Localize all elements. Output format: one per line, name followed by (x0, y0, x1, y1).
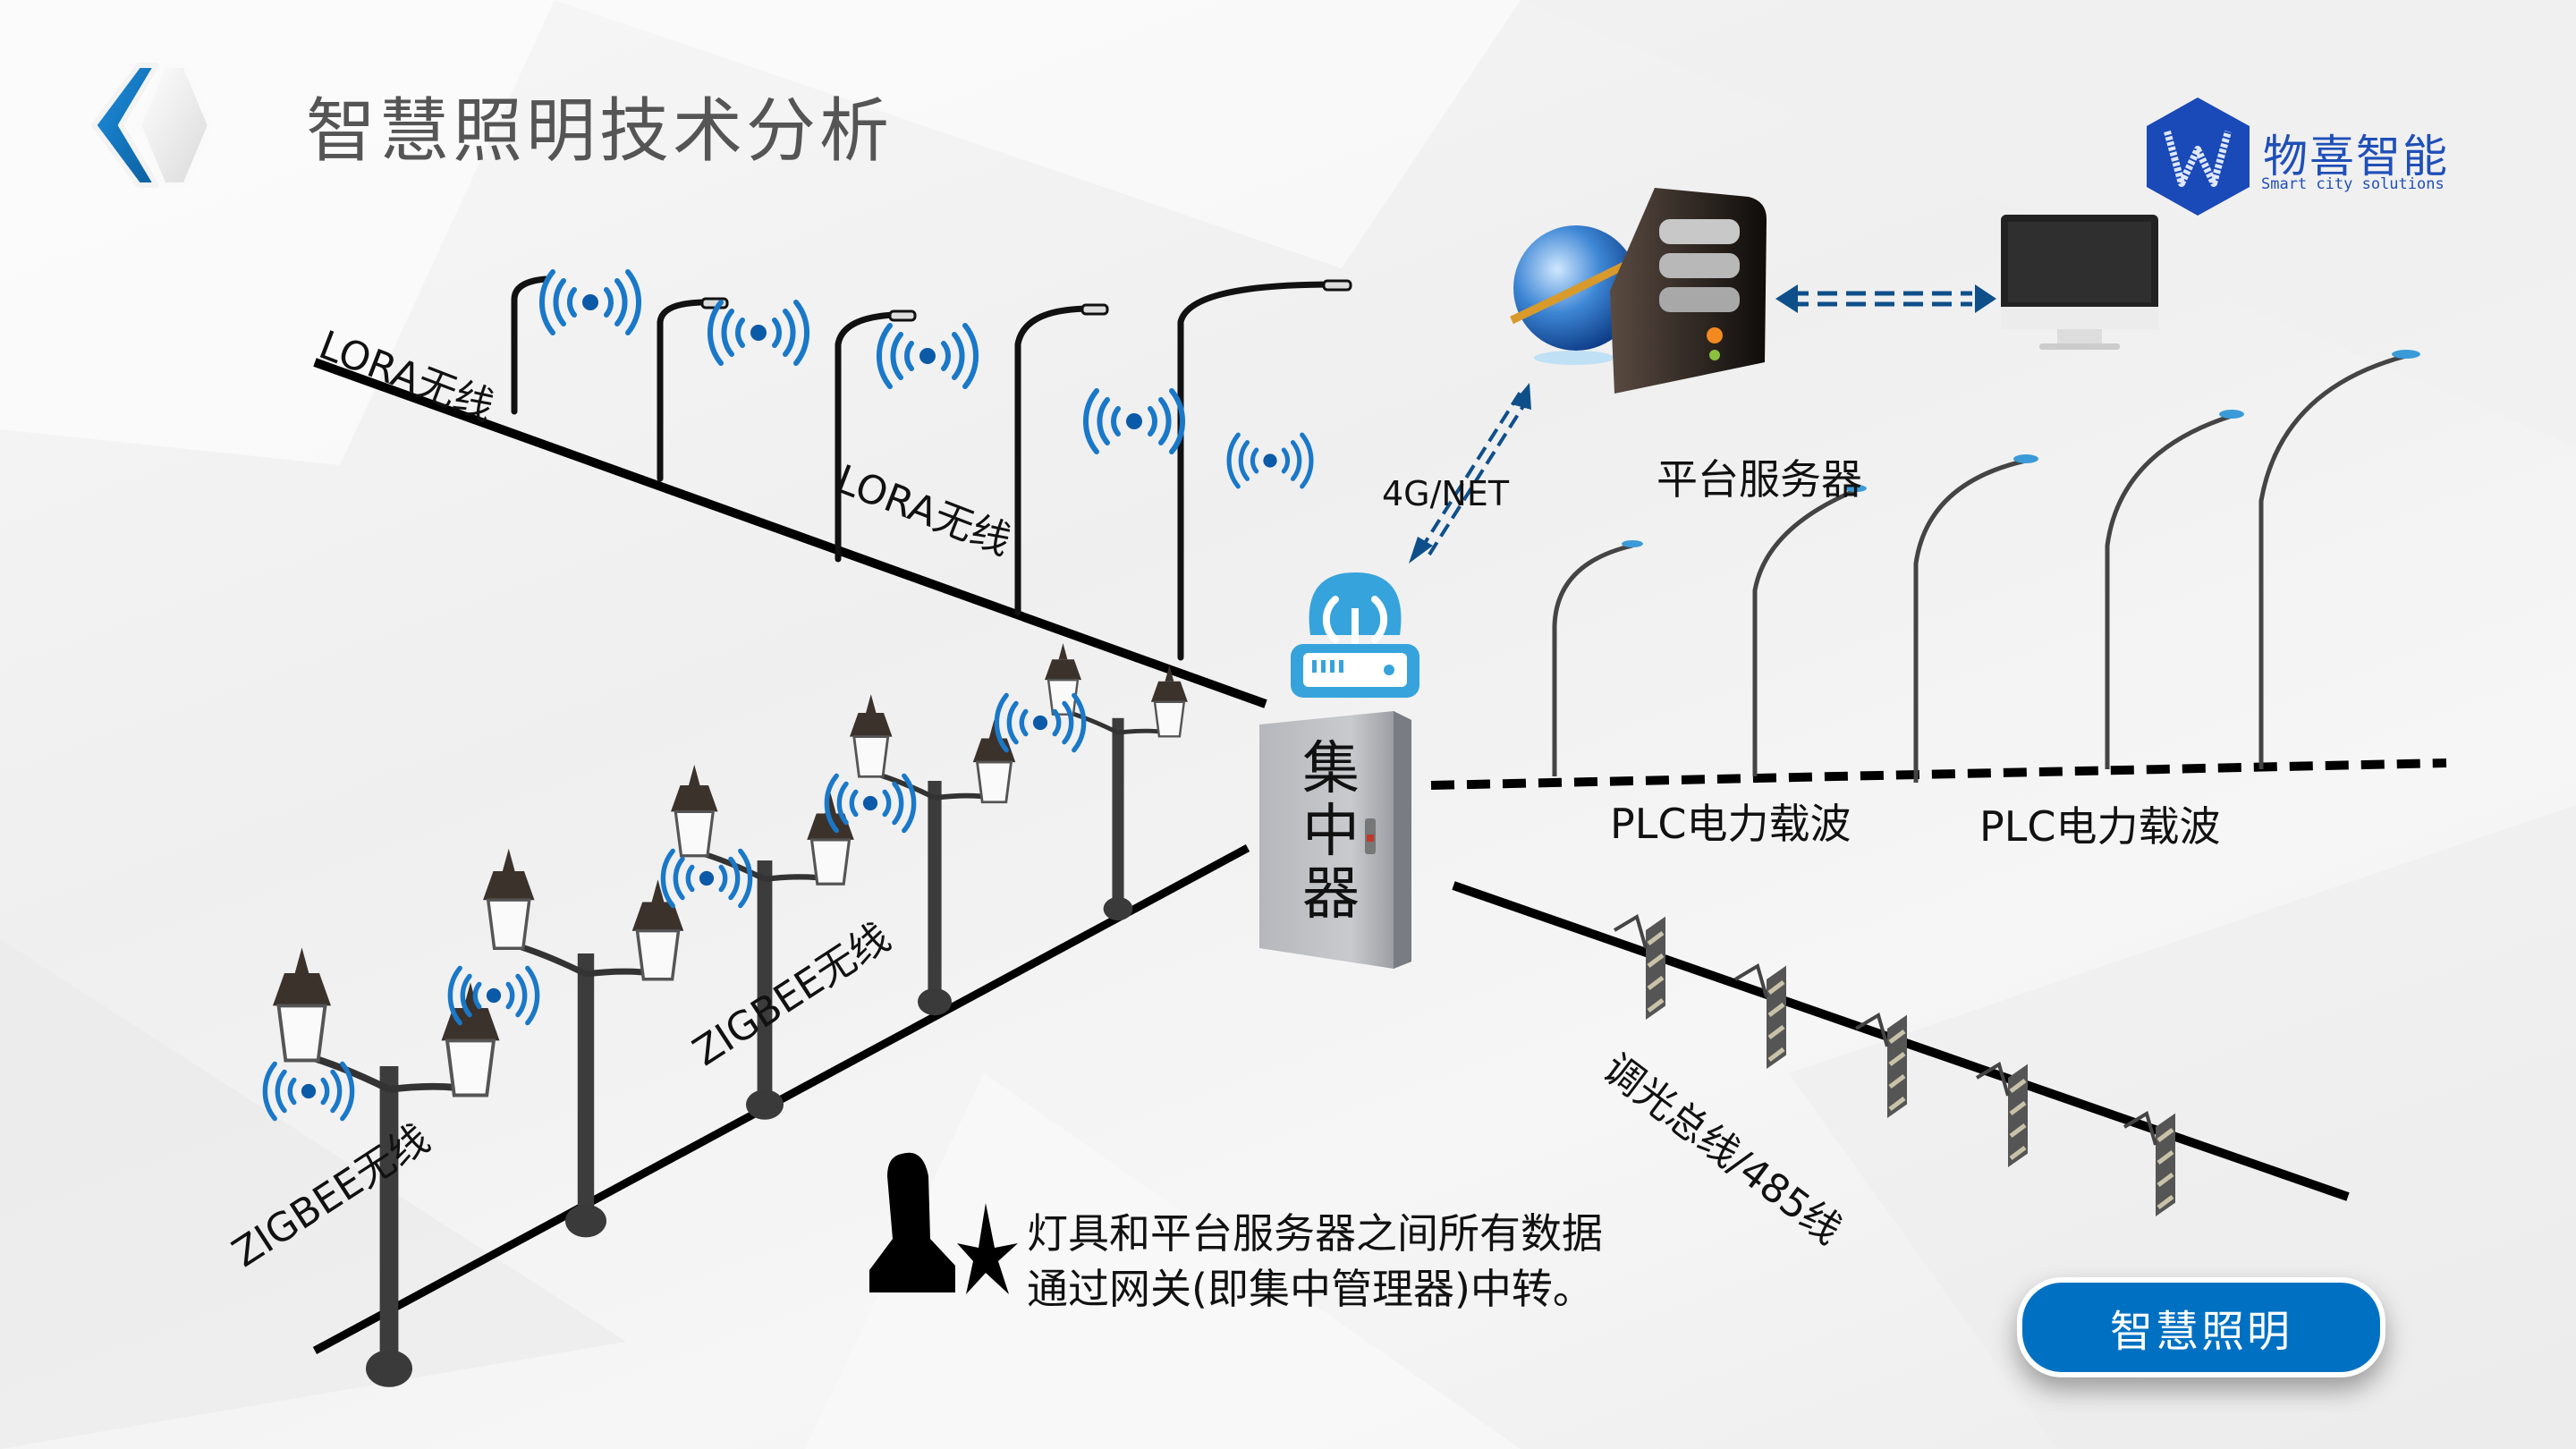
wireless-router-icon (1291, 572, 1419, 698)
uplink-arrowhead-down (1409, 537, 1433, 564)
concentrator-char: 集 (1302, 736, 1360, 802)
smart-lighting-button[interactable]: 智慧照明 (2017, 1277, 2385, 1377)
wireless-signal-icon (710, 302, 807, 363)
wireless-signal-icon (826, 775, 913, 830)
note-text: 灯具和平台服务器之间所有数据 通过网关(即集中管理器)中转。 (1027, 1206, 1603, 1317)
company-tagline: Smart city solutions (2261, 175, 2445, 193)
wireless-signal-icon (1229, 435, 1311, 487)
uplink-arrow (1419, 390, 1531, 556)
lora-lamp (511, 275, 549, 415)
server-label: 平台服务器 (1657, 455, 1862, 504)
server-tower-icon (1610, 188, 1767, 394)
wireless-signal-icon (879, 326, 976, 386)
monitor-icon (2001, 215, 2158, 350)
lora-lamp (1014, 305, 1095, 616)
concentrator-char: 中 (1302, 799, 1360, 865)
plc-label: PLC电力载波 (1979, 802, 2221, 851)
plc-lamp (1752, 487, 1857, 776)
server-monitor-arrow (1789, 291, 1972, 307)
cabinet-icon (1259, 711, 1411, 969)
page-title: 智慧照明技术分析 (306, 91, 894, 172)
wireless-signal-icon (1086, 391, 1182, 452)
uplink-label: 4G/NET (1382, 474, 1510, 513)
wireless-signal-icon (663, 851, 750, 905)
lora-lamp (657, 299, 710, 482)
plc-lamp (2258, 353, 2407, 769)
concentrator-char: 器 (1302, 861, 1360, 928)
company-name: 物喜智能 (2263, 131, 2449, 182)
double-chevron-left-icon[interactable] (85, 58, 264, 192)
plc-lamp (1552, 543, 1633, 776)
lora-line (313, 358, 1267, 708)
wireless-signal-icon (996, 695, 1083, 750)
lora-lamp (1177, 281, 1336, 661)
plc-lamp (2105, 413, 2233, 769)
wireless-signal-icon (450, 968, 537, 1022)
plc-label: PLC电力载波 (1610, 800, 1852, 848)
plc-line (1430, 758, 2447, 790)
plc-lamp (1913, 458, 2027, 783)
note-line: 通过网关(即集中管理器)中转。 (1027, 1265, 1594, 1313)
lora-lamp (835, 311, 898, 563)
note-line: 灯具和平台服务器之间所有数据 (1027, 1209, 1603, 1258)
company-logo-icon (2147, 97, 2250, 216)
concentrator-label: 集 中 器 (1295, 738, 1367, 926)
uplink-arrowhead-up (1512, 383, 1531, 410)
wireless-signal-icon (265, 1063, 352, 1118)
person-star-icon (869, 1152, 1018, 1294)
wireless-signal-icon (542, 272, 639, 333)
